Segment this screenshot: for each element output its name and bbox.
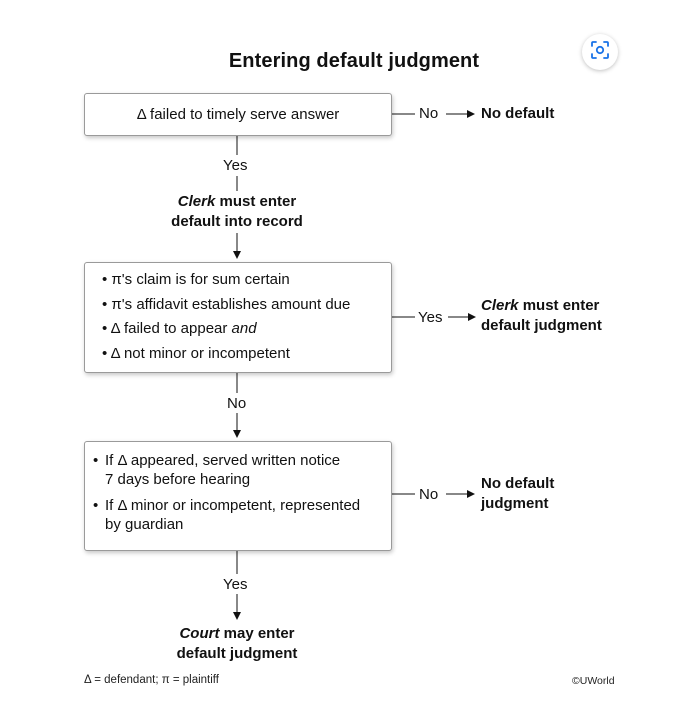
box3-item: • If Δ minor or incompetent, represented… bbox=[93, 497, 361, 533]
clerk-line1: must enter bbox=[215, 193, 297, 210]
decision-box-sum-certain: • π's claim is for sum certain • π's aff… bbox=[84, 262, 392, 373]
branch2-yes-label: Yes bbox=[418, 309, 443, 326]
legend-note: Δ = defendant; π = plaintiff bbox=[84, 674, 219, 686]
lens-scan-icon bbox=[590, 40, 610, 65]
branch2-no-label: No bbox=[227, 395, 247, 412]
clerk-actor: Clerk bbox=[177, 193, 216, 210]
clerk-line2: default into record bbox=[171, 213, 303, 230]
clerk-enter-default: Clerk must enter default into record bbox=[137, 192, 337, 232]
result-no-default-judgment: No default judgment bbox=[481, 475, 555, 512]
branch3-yes-label: Yes bbox=[223, 576, 248, 593]
result-clerk-default-judgment: Clerk must enter default judgment bbox=[481, 297, 602, 334]
branch1-no-label: No bbox=[419, 105, 439, 122]
copyright-credit: ©UWorld bbox=[572, 675, 615, 687]
branch1-yes-label: Yes bbox=[223, 157, 248, 174]
box2-item: • Δ failed to appear and bbox=[102, 320, 257, 338]
diagram-title: Entering default judgment bbox=[228, 50, 480, 72]
decision-box-answer: Δ failed to timely serve answer bbox=[84, 93, 392, 136]
result-court-default-judgment: Court may enter default judgment bbox=[176, 625, 298, 662]
result-no-default: No default bbox=[481, 105, 555, 122]
branch3-no-label: No bbox=[419, 486, 439, 503]
lens-scan-button[interactable] bbox=[582, 34, 618, 70]
box2-item: • Δ not minor or incompetent bbox=[102, 344, 290, 362]
box2-item: • π's claim is for sum certain bbox=[102, 271, 290, 288]
box2-item: • π's affidavit establishes amount due bbox=[102, 295, 351, 313]
decision-box-answer-text: Δ failed to timely serve answer bbox=[136, 106, 340, 123]
